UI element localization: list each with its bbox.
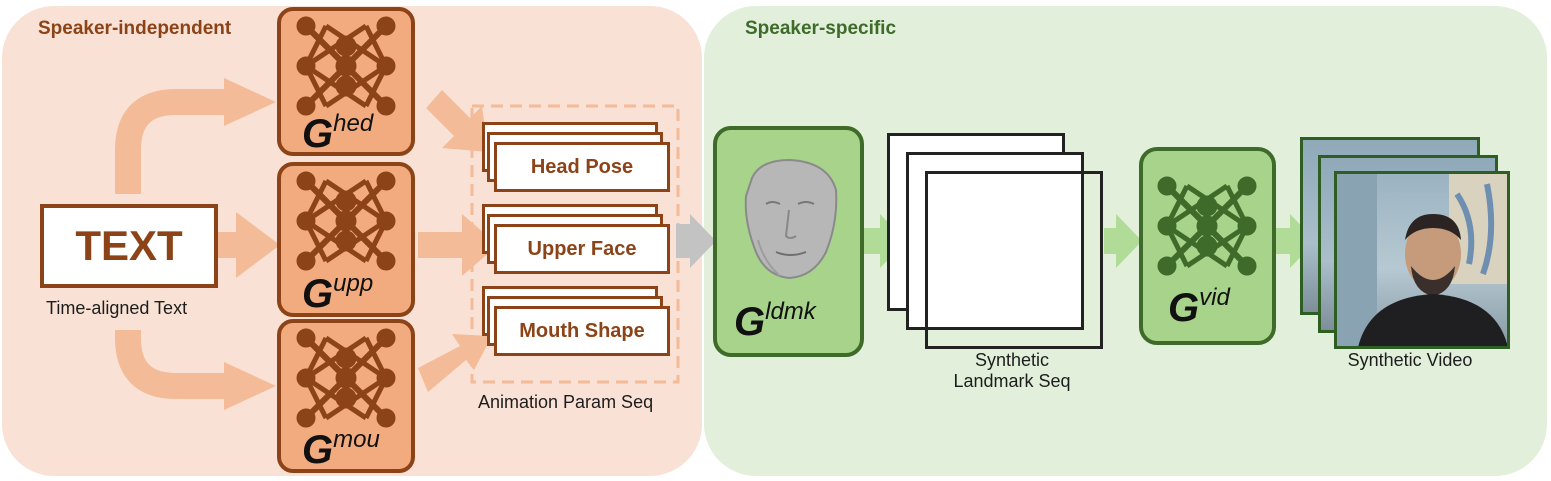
face-mesh-icon [744,158,838,280]
landmark-frame-front [925,171,1103,349]
text-input-box: TEXT [40,204,218,288]
arrow-text-to-head-generator-tip [224,78,276,126]
upper-face-card: Upper Face [494,224,670,274]
speaker-specific-title: Speaker-specific [745,18,897,39]
arrow-text-to-mouth-generator [115,330,226,399]
upper-face-label: Upper Face [527,237,637,260]
video-frame-front [1334,171,1510,349]
head-generator-label: Ghed [302,110,374,156]
speaker-independent-title: Speaker-independent [38,18,232,39]
animation-param-seq-caption: Animation Param Seq [478,392,654,412]
arrow-text-to-head-generator [115,89,226,194]
landmark-generator-label: Gldmk [734,298,816,344]
arrow-mouth-generator-to-params [418,334,492,392]
synthetic-landmark-caption-line2: Landmark Seq [953,371,1071,391]
time-aligned-text-caption: Time-aligned Text [46,298,188,318]
mouth-shape-card: Mouth Shape [494,306,670,356]
synthetic-landmark-caption-line1: Synthetic [974,350,1050,370]
mouth-generator-label: Gmou [302,426,380,472]
arrow-head-generator-to-params [420,90,488,152]
text-input-label: TEXT [75,222,183,269]
synthetic-video-caption: Synthetic Video [1347,350,1473,370]
upper-generator-label: Gupp [302,270,374,316]
arrow-video-generator-to-video [1276,214,1316,268]
arrow-landmark-generator-to-landmarks [864,214,906,268]
arrow-text-to-upper-generator-tip [236,212,280,278]
person-video-icon [1337,174,1507,346]
arrow-text-to-mouth-generator-tip [224,362,276,410]
head-pose-card: Head Pose [494,142,670,192]
video-generator-label: Gvid [1168,284,1230,330]
arrow-upper-generator-to-params [418,214,498,276]
landmark-frame [906,152,1084,330]
arrow-landmarks-to-video-generator [1104,214,1142,268]
arrow-params-to-landmark-generator [676,214,716,268]
mouth-shape-label: Mouth Shape [519,319,645,342]
head-pose-label: Head Pose [530,155,634,178]
